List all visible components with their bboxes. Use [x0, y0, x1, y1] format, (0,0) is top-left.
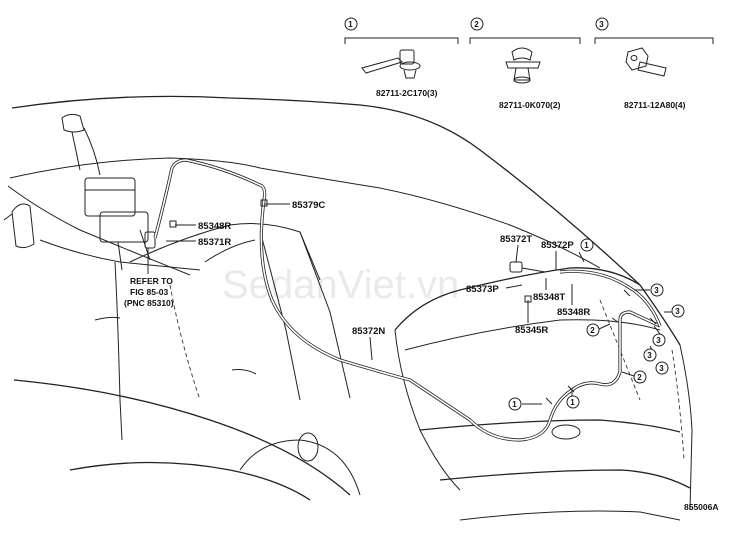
callout-3-c: 3: [656, 336, 661, 345]
callout-1-left: 1: [512, 400, 517, 409]
callout-1-top: 1: [584, 241, 589, 250]
clip-3-icon: [625, 47, 667, 77]
refer-note-line-3: (PNC 85310): [124, 298, 174, 308]
label-85373P: 85373P: [466, 284, 499, 295]
label-85348R-left: 85348R: [198, 221, 231, 232]
callout-2-lower: 2: [637, 373, 642, 382]
label-85372P: 85372P: [541, 240, 574, 251]
callout-1-right: 1: [570, 398, 575, 407]
watermark-text: SedanViet.vn: [222, 263, 459, 307]
washer-hose: [153, 158, 662, 442]
label-85348R-right: 85348R: [557, 307, 590, 318]
callout-3-b: 3: [675, 307, 680, 316]
callout-3-a: 3: [654, 286, 659, 295]
vehicle-body-outline: [3, 95, 693, 521]
refer-note-line-1: REFER TO: [130, 276, 173, 286]
label-85379C: 85379C: [292, 200, 325, 211]
clip-1-icon: [361, 49, 421, 79]
clip-num-3: 3: [599, 20, 604, 29]
clip-num-1: 1: [348, 20, 353, 29]
label-85372T: 85372T: [500, 234, 532, 245]
clip-num-2: 2: [474, 20, 479, 29]
callout-3-e: 3: [659, 364, 664, 373]
clip-2-part-number: 82711-0K070(2): [499, 100, 561, 110]
figure-code: 855006A: [684, 502, 719, 512]
label-85372N: 85372N: [352, 326, 385, 337]
clip-3-part-number: 82711-12A80(4): [624, 100, 686, 110]
clip-1-part-number: 82711-2C170(3): [376, 88, 438, 98]
label-85348T: 85348T: [533, 292, 565, 303]
clip-callouts: 1 3 3 2 3 3 3 2 1 1: [508, 238, 685, 411]
part-labels: 85379C 85348R 85371R 85372T 85372P 85373…: [124, 199, 590, 361]
washer-tank-assembly: [61, 113, 156, 271]
clip-legend: 1 2 3 82711-2C170(3) 82711-0K070(2) 8271…: [344, 17, 714, 110]
label-85345R: 85345R: [515, 325, 548, 336]
callout-3-d: 3: [647, 351, 652, 360]
clip-2-icon: [505, 47, 541, 84]
refer-note-line-2: FIG 85-03: [130, 287, 169, 297]
callout-2-upper: 2: [590, 326, 595, 335]
label-85371R: 85371R: [198, 237, 231, 248]
